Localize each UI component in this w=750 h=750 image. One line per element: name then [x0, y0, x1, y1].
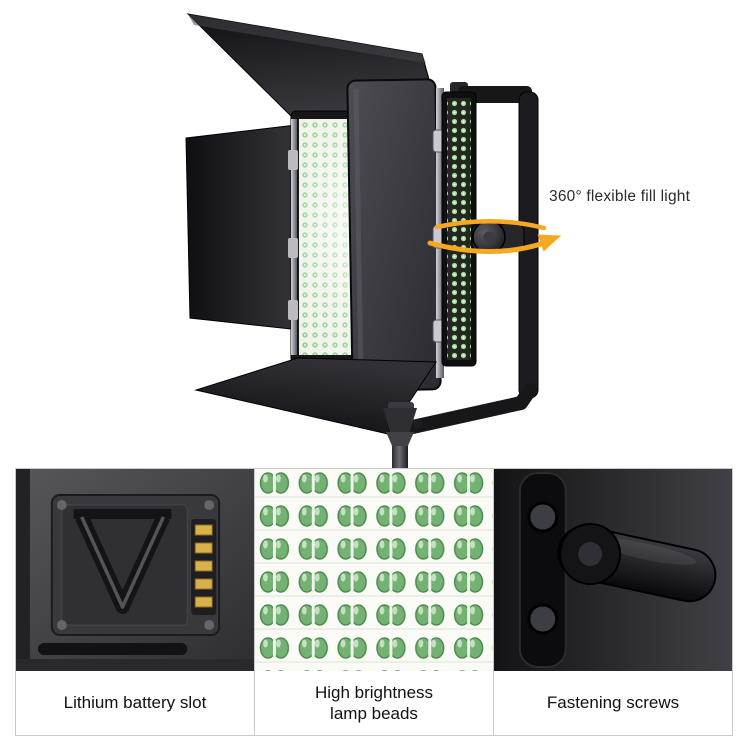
caption-battery-slot: Lithium battery slot [16, 671, 254, 735]
lamp-beads-photo [255, 469, 493, 671]
rotation-arrow-icon [427, 219, 562, 254]
feature-panel-screws: Fastening screws [493, 469, 732, 735]
feature-panel-battery: Lithium battery slot [16, 469, 254, 735]
barn-door-front [346, 78, 442, 392]
feature-box: Lithium battery slot [15, 468, 733, 736]
led-video-light-illustration [185, 13, 562, 468]
fastening-screw-photo [494, 469, 732, 671]
caption-battery-slot-text: Lithium battery slot [63, 693, 207, 713]
barn-door-left [185, 124, 301, 331]
caption-fastening-screws: Fastening screws [494, 671, 732, 735]
side-led-strip [441, 91, 477, 367]
annotation-360-label: 360° flexible fill light [549, 188, 691, 205]
caption-lamp-beads-line2: lamp beads [330, 704, 418, 723]
caption-lamp-beads: High brightness lamp beads [255, 671, 493, 735]
caption-lamp-beads-line1: High brightness [314, 682, 434, 702]
battery-slot-photo [16, 469, 254, 671]
caption-fastening-screws-text: Fastening screws [546, 693, 680, 713]
feature-panel-lamp-beads: High brightness lamp beads [254, 469, 493, 735]
light-stand [383, 402, 423, 468]
